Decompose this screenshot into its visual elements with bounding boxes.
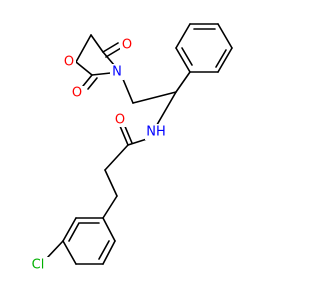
oxazolidinedione-ring-bonds — [75, 34, 122, 90]
phenyl-ring-bonds — [175, 23, 233, 93]
bond-cl-ring-2 — [102, 240, 116, 265]
bond-c2-carbonyl-b — [87, 77, 98, 90]
atom-label-n-ring: N — [112, 65, 122, 80]
bond-ch-phenyl — [175, 71, 191, 93]
atom-label-nh-amide: NH — [146, 125, 166, 140]
bond-ch2-aryl — [102, 195, 118, 219]
bond-phenyl-2 — [217, 47, 233, 73]
bond-cl-ring-4 — [62, 240, 77, 265]
bond-ch2-ch — [132, 91, 177, 104]
bond-phenyl-3 — [217, 23, 233, 49]
bond-phenyl-6 — [175, 47, 191, 73]
bond-cl-ring-inner-b — [68, 222, 80, 242]
linker-bonds — [119, 71, 177, 131]
bond-ch2-ch2 — [104, 169, 118, 197]
atom-label-o-carbonyl-2: O — [72, 86, 82, 101]
molecule-structure-diagram: O N O O O NH Cl — [26, 23, 233, 273]
bond-ring-c2-o1 — [75, 61, 93, 76]
bond-phenyl-inner-a — [215, 49, 227, 68]
bond-phenyl-5 — [175, 23, 191, 49]
amide-bonds — [104, 123, 151, 171]
bond-amide-co-b — [123, 123, 133, 144]
bond-cl-ring-5 — [62, 217, 77, 242]
bond-phenyl-inner-c — [181, 47, 193, 66]
bond-amide-co-a — [119, 125, 129, 146]
atom-label-o-amide: O — [115, 113, 125, 128]
chlorophenyl-ring-bonds — [46, 217, 116, 265]
bond-cl-ring-inner-a — [98, 240, 110, 260]
bond-c2-carbonyl-a — [82, 74, 93, 87]
atom-label-o-ring: O — [64, 55, 74, 70]
atom-label-o-carbonyl: O — [122, 38, 132, 53]
atom-label-cl: Cl — [32, 258, 45, 273]
bond-carbonyl-c-ch2 — [104, 144, 129, 171]
bond-c4-carbonyl-a — [102, 42, 119, 53]
bond-ring-ch2-c4 — [90, 34, 104, 53]
bond-ch-nh — [153, 91, 177, 131]
atom-labels: O N O O O NH Cl — [26, 38, 167, 273]
bond-cl-ring-1 — [102, 217, 116, 242]
propyl-chain-bonds — [102, 169, 118, 219]
bond-ring-cl — [46, 240, 64, 259]
bond-c4-carbonyl-b — [105, 47, 122, 58]
bond-ring-o1-ch2 — [75, 34, 92, 63]
